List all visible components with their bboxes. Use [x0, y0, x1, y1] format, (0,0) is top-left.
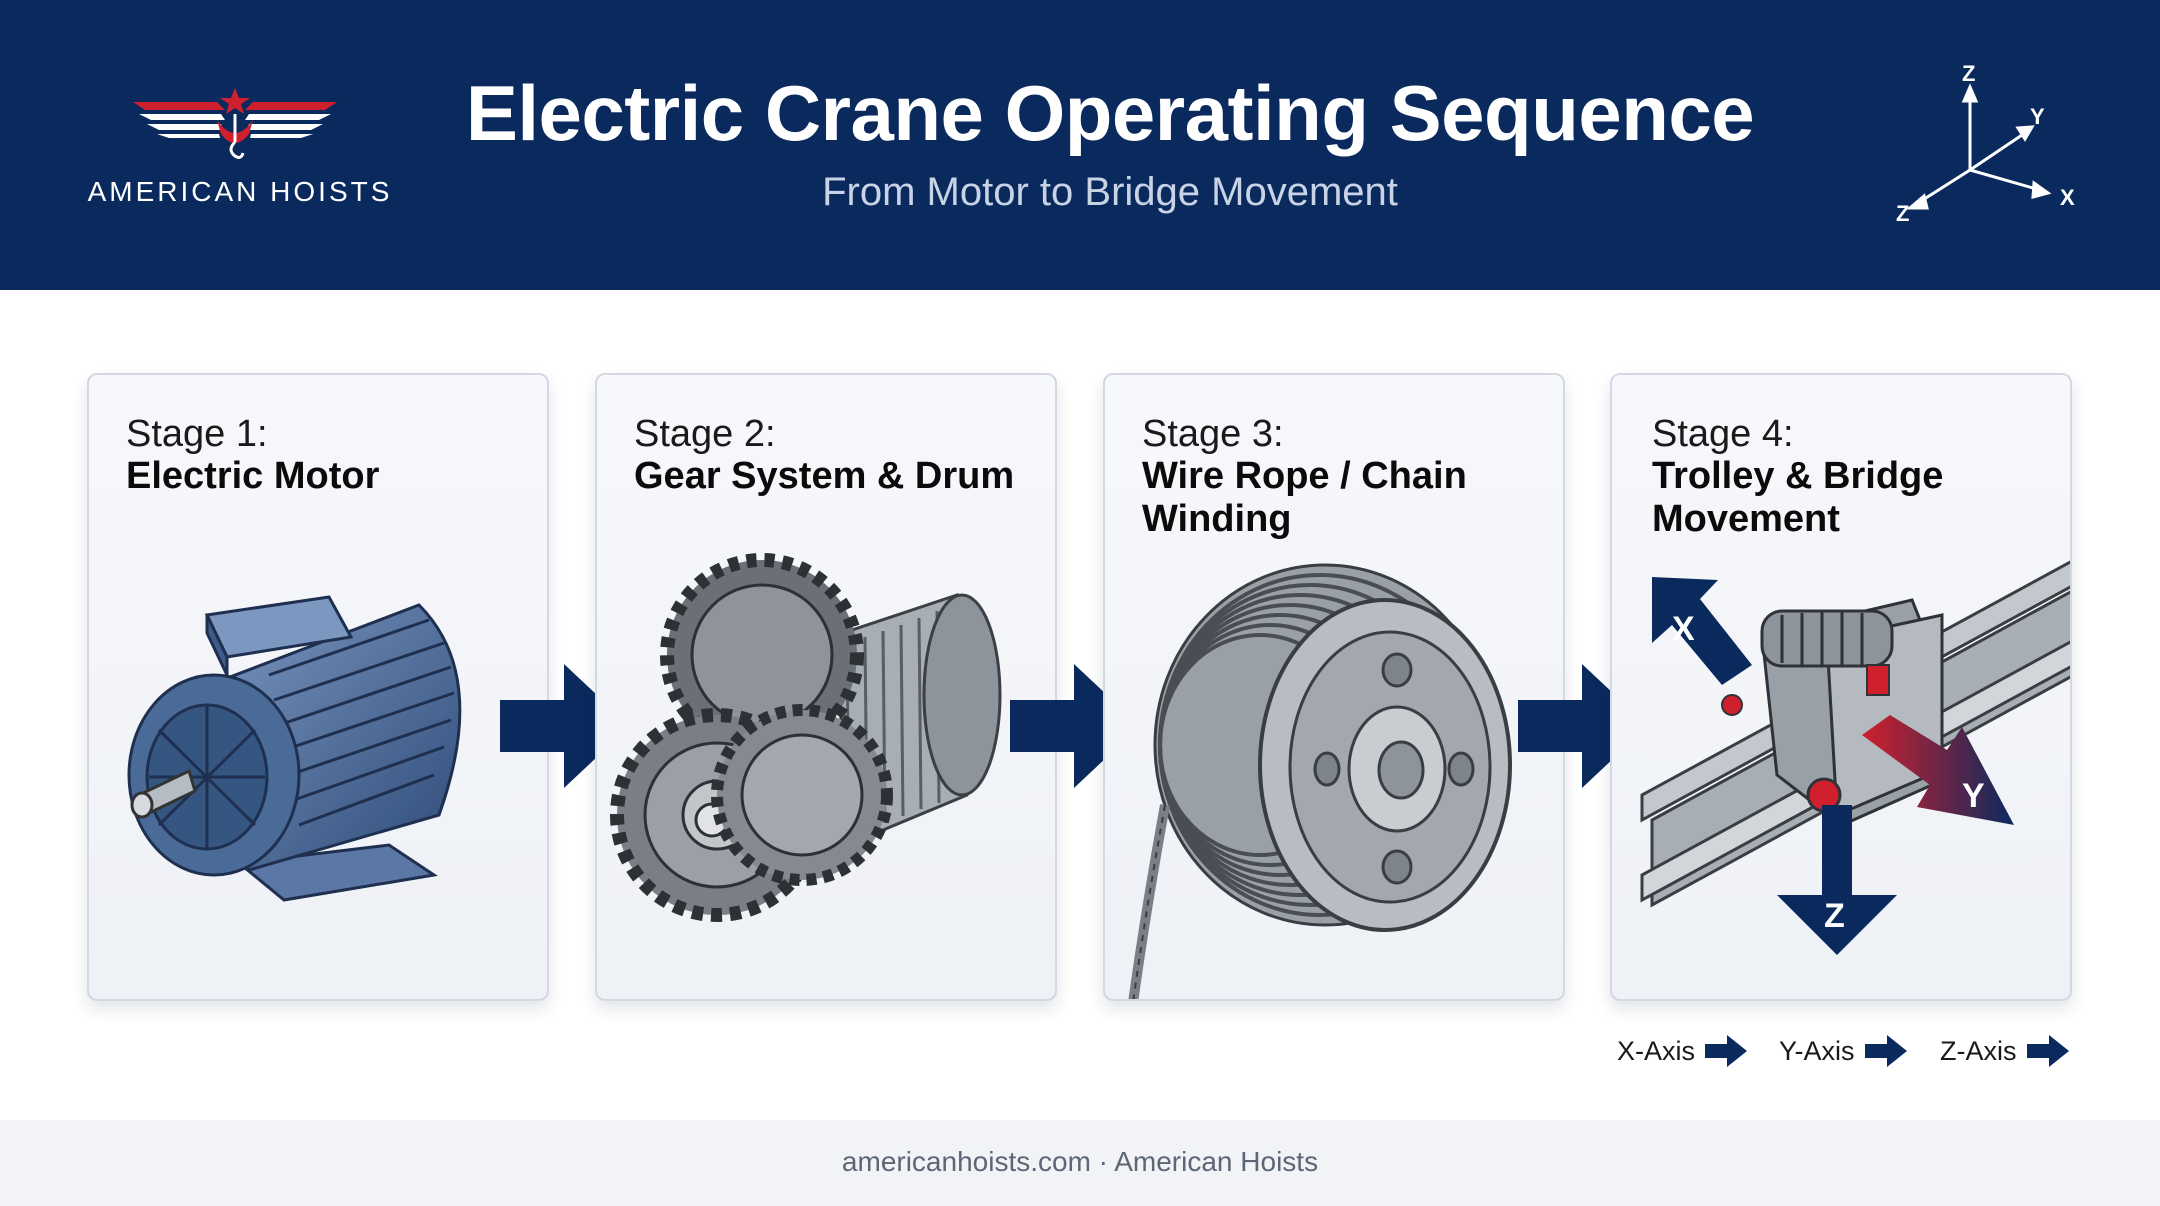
stage-2-number: Stage 2:: [634, 413, 776, 455]
brand-name: AMERICAN HOISTS: [87, 176, 393, 207]
stage-card-3[interactable]: Stage 3: Wire Rope / Chain Winding: [1103, 373, 1565, 1001]
stage-4-axis-y: Y: [1962, 777, 1985, 815]
legend-y-axis: Y-Axis: [1779, 1033, 1907, 1069]
flow-arrow-3-icon: [1518, 664, 1648, 788]
arrow-right-icon: [1705, 1035, 1748, 1067]
legend-x-label: X-Axis: [1617, 1035, 1696, 1066]
legend-z-axis: Z-Axis: [1940, 1033, 2069, 1069]
axis-glyph-z-bottom: Z: [1896, 201, 1909, 226]
stage-4-name: Trolley & Bridge Movement: [1652, 455, 1944, 540]
header-banner: AMERICAN HOISTS Electric Crane Operating…: [0, 0, 2160, 290]
stage-card-1[interactable]: Stage 1: Electric Motor: [87, 373, 549, 1001]
gear-drum-icon: [610, 553, 1002, 922]
eagle-wings-icon: [133, 88, 337, 159]
arrow-right-icon: [1864, 1035, 1907, 1067]
axis-glyph-y: Y: [2030, 104, 2045, 129]
axis-glyph-x: X: [2060, 185, 2075, 210]
stage-1-number: Stage 1:: [126, 413, 268, 455]
electric-motor-icon: [127, 595, 462, 902]
stage-4-axis-z: Z: [1824, 897, 1845, 935]
footer: americanhoists.com · American Hoists: [0, 1120, 2160, 1206]
page-title: Electric Crane Operating Sequence: [465, 69, 1755, 157]
axis-glyph-z-top: Z: [1962, 61, 1975, 86]
wire-rope-drum-icon: [1128, 563, 1512, 999]
stage-3-name: Wire Rope / Chain Winding: [1142, 455, 1467, 540]
legend-z-label: Z-Axis: [1940, 1035, 2017, 1066]
footer-text[interactable]: americanhoists.com · American Hoists: [841, 1146, 1319, 1177]
brand-logo[interactable]: AMERICAN HOISTS: [80, 80, 400, 220]
flow-arrow-2-icon: [1010, 664, 1140, 788]
page-subtitle: From Motor to Bridge Movement: [822, 170, 1398, 214]
arrow-right-icon: [2026, 1035, 2069, 1067]
stage-card-4[interactable]: X Y Z Stage 4: Trolley & Bridge Movement: [1610, 373, 2072, 1001]
xyz-axes-icon: Z Y X Z: [1896, 61, 2075, 226]
stage-card-2[interactable]: Stage 2: Gear System & Drum: [595, 373, 1057, 1001]
stage-4-axis-x: X: [1672, 610, 1695, 648]
legend-y-label: Y-Axis: [1779, 1035, 1855, 1066]
stage-2-name: Gear System & Drum: [634, 455, 1015, 497]
stage-4-number: Stage 4:: [1652, 413, 1794, 455]
trolley-rail-icon: X Y Z: [1640, 560, 2070, 955]
stage-3-number: Stage 3:: [1142, 413, 1284, 455]
stage-1-name: Electric Motor: [126, 455, 380, 497]
flow-arrow-1-icon: [500, 664, 630, 788]
legend-x-axis: X-Axis: [1617, 1033, 1748, 1069]
